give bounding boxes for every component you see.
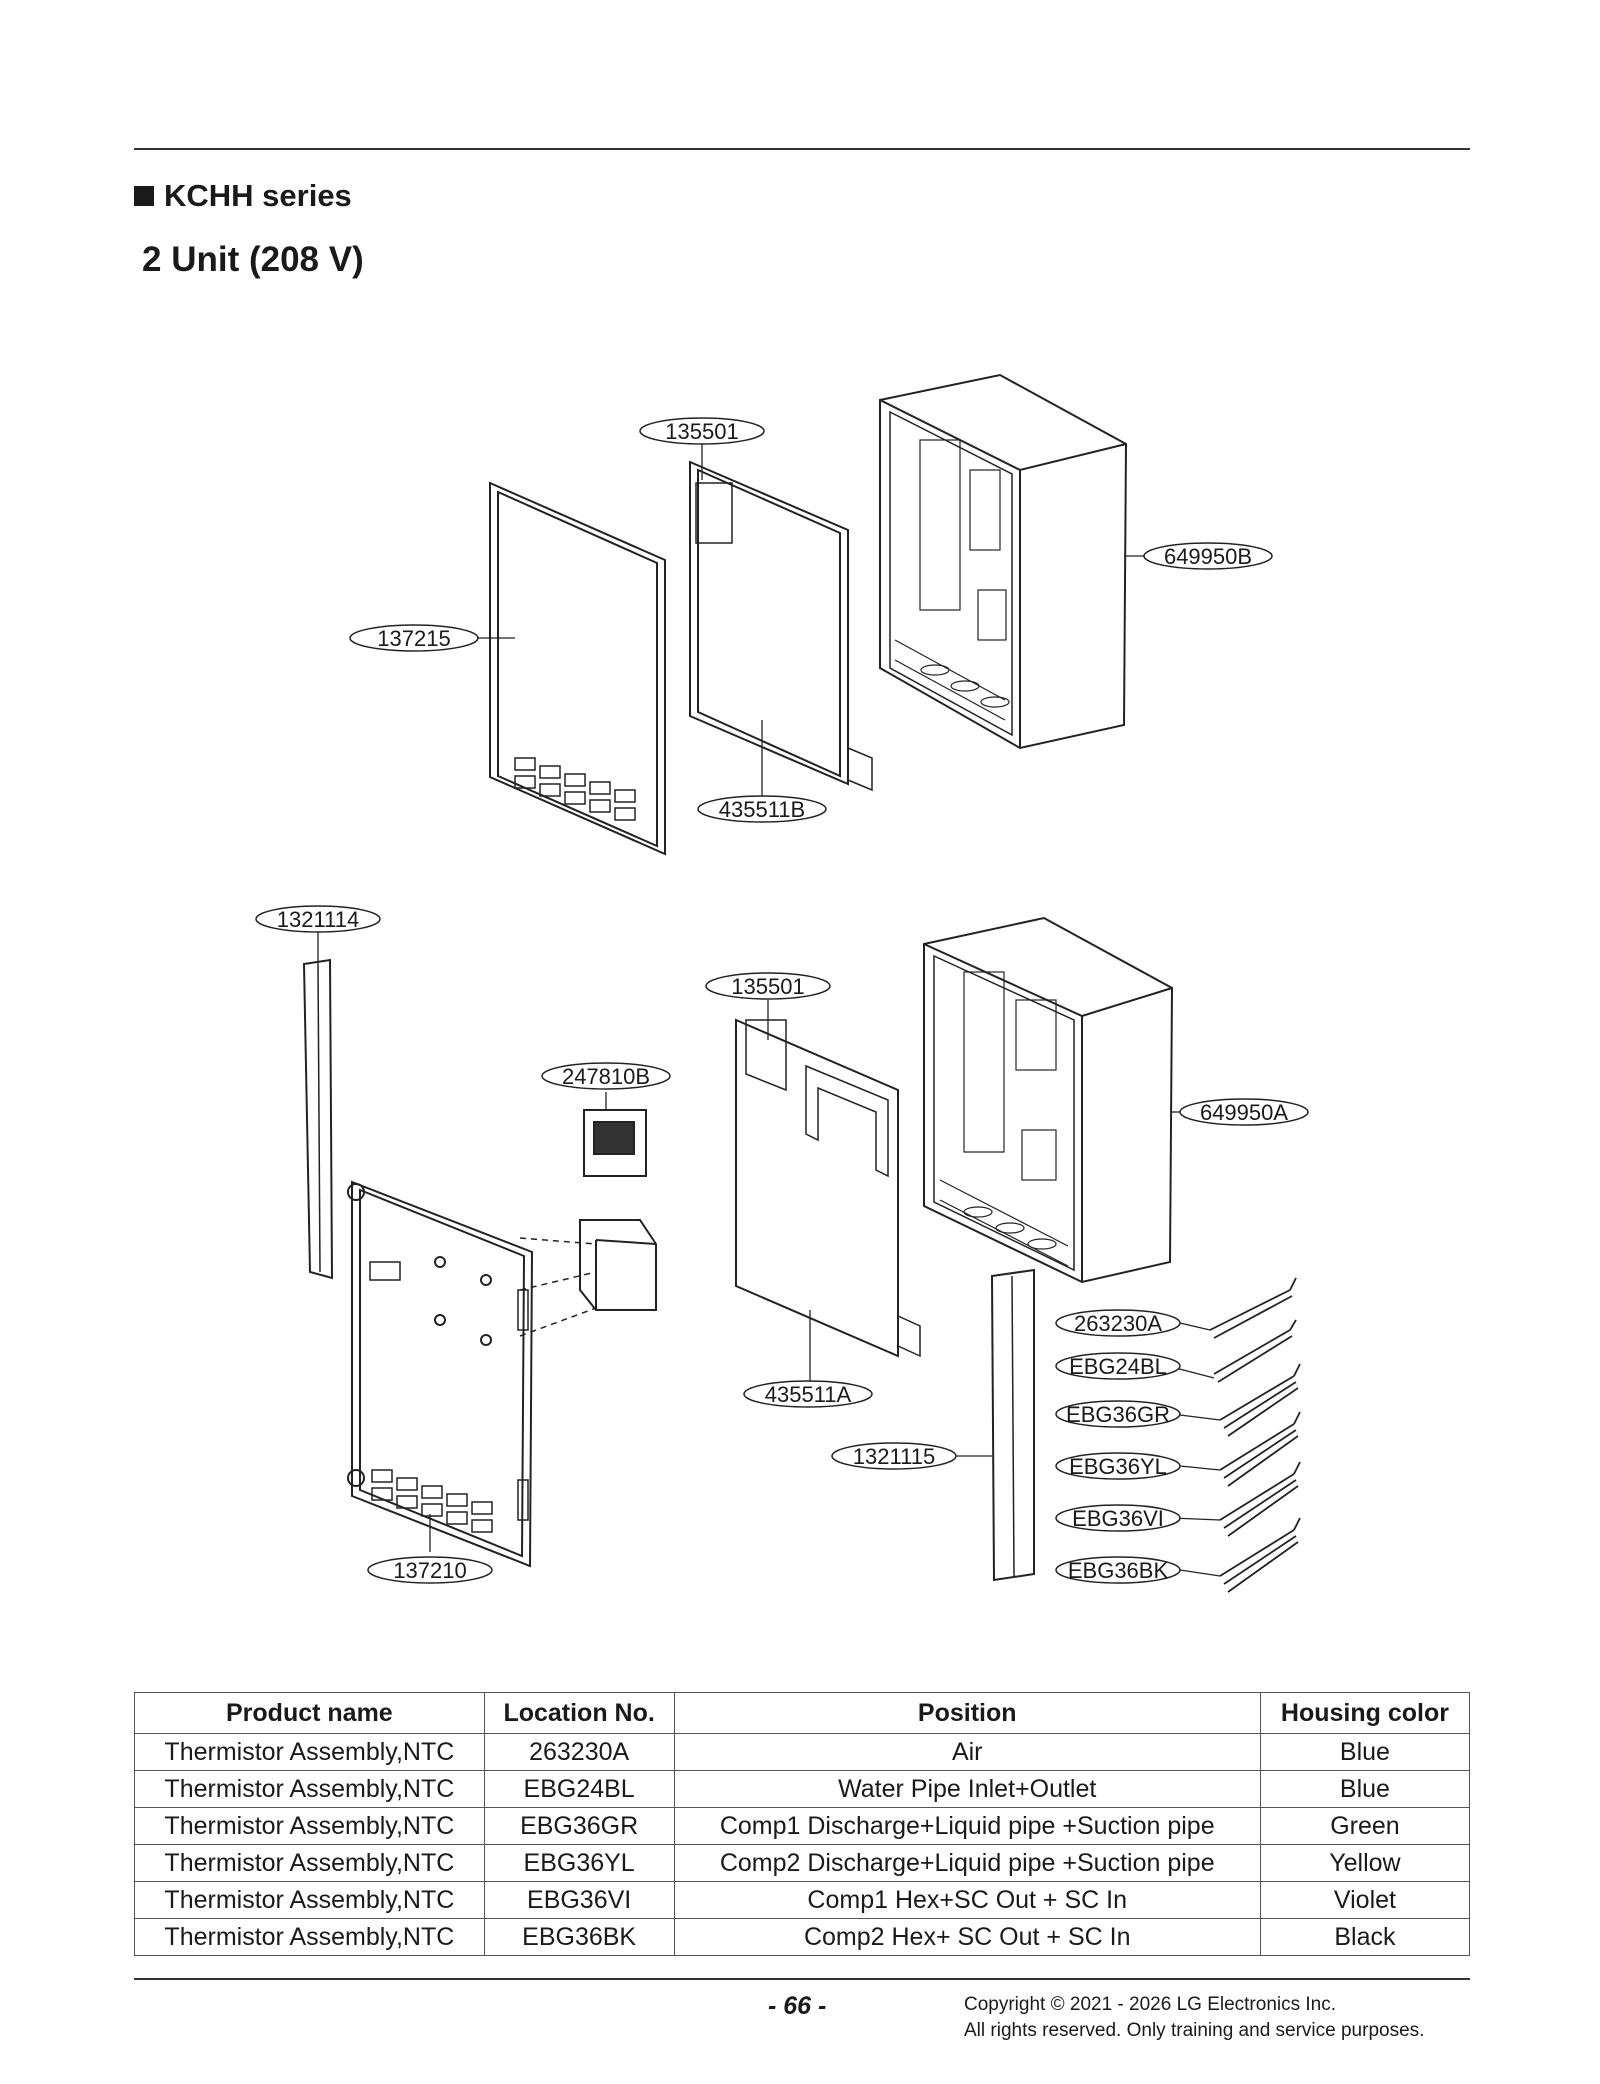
- column-header: Product name: [134, 1692, 485, 1734]
- callout-label: 137215: [377, 626, 450, 651]
- square-bullet-icon: [134, 186, 154, 206]
- table-row: Thermistor Assembly,NTC EBG36YL Comp2 Di…: [134, 1844, 1471, 1882]
- table-cell: Comp2 Discharge+Liquid pipe +Suction pip…: [673, 1844, 1261, 1882]
- cabinet-upper: [879, 373, 1128, 750]
- callout-label: EBG36BK: [1068, 1558, 1169, 1583]
- table-cell: EBG36VI: [483, 1881, 675, 1919]
- table-cell: Blue: [1259, 1733, 1471, 1771]
- rights-line: All rights reserved. Only training and s…: [964, 2020, 1425, 2041]
- inner-cover-upper: [689, 460, 873, 792]
- copyright-line: Copyright © 2021 - 2026 LG Electronics I…: [964, 1994, 1337, 2015]
- table-cell: Thermistor Assembly,NTC: [134, 1807, 485, 1845]
- thermistor-cables: [1209, 1277, 1301, 1593]
- front-panel-upper: [489, 481, 666, 856]
- page-number: - 66 -: [768, 1992, 827, 2020]
- table-cell: Thermistor Assembly,NTC: [134, 1844, 485, 1882]
- callout-label: EBG36VI: [1072, 1506, 1164, 1531]
- table-cell: Comp1 Discharge+Liquid pipe +Suction pip…: [673, 1807, 1261, 1845]
- table-cell: 263230A: [483, 1733, 675, 1771]
- table-cell: Green: [1259, 1807, 1471, 1845]
- unit-title: 2 Unit (208 V): [142, 240, 364, 279]
- bottom-rule: [134, 1978, 1470, 1980]
- table-cell: Air: [673, 1733, 1261, 1771]
- side-post-right: [990, 1268, 1035, 1582]
- table-cell: Thermistor Assembly,NTC: [134, 1918, 485, 1956]
- side-post-left: [302, 958, 334, 1280]
- table-cell: Comp2 Hex+ SC Out + SC In: [673, 1918, 1261, 1956]
- callout-label: 1321114: [277, 907, 359, 932]
- table-cell: Thermistor Assembly,NTC: [134, 1881, 485, 1919]
- callout-label: 649950A: [1200, 1100, 1288, 1125]
- table-cell: Blue: [1259, 1770, 1471, 1808]
- table-cell: Comp1 Hex+SC Out + SC In: [673, 1881, 1261, 1919]
- cabinet-lower: [923, 916, 1174, 1284]
- callout-label: 435511A: [765, 1382, 852, 1407]
- callout-label: 1321115: [853, 1444, 935, 1469]
- callout-label: 649950B: [1164, 544, 1252, 569]
- callout-label: 435511B: [719, 797, 805, 822]
- table-cell: Thermistor Assembly,NTC: [134, 1733, 485, 1771]
- front-panel-lower: [347, 1180, 534, 1568]
- inner-cover-lower: [735, 1018, 921, 1358]
- callout-label: 135501: [731, 974, 804, 999]
- series-title: KCHH series: [164, 178, 352, 213]
- table-row: Thermistor Assembly,NTC 263230A Air Blue: [134, 1733, 1471, 1771]
- table-cell: EBG36YL: [483, 1844, 675, 1882]
- table-row: Thermistor Assembly,NTC EBG36VI Comp1 He…: [134, 1881, 1471, 1919]
- table-row: Thermistor Assembly,NTC EBG24BL Water Pi…: [134, 1770, 1471, 1808]
- table-row: Thermistor Assembly,NTC EBG36BK Comp2 He…: [134, 1918, 1471, 1956]
- remote-controller: [519, 1109, 657, 1337]
- column-header: Housing color: [1259, 1692, 1471, 1734]
- series-heading: KCHH series: [134, 178, 352, 214]
- table-cell: EBG24BL: [483, 1770, 675, 1808]
- exploded-view-diagram: 135501 649950B 137215 435511B 1321114 13…: [255, 373, 1309, 1593]
- table-cell: Yellow: [1259, 1844, 1471, 1882]
- callout-label: 137210: [393, 1558, 466, 1583]
- table-cell: EBG36GR: [483, 1807, 675, 1845]
- table-cell: Water Pipe Inlet+Outlet: [673, 1770, 1261, 1808]
- callout-label: 263230A: [1074, 1311, 1162, 1336]
- table-row: Thermistor Assembly,NTC EBG36GR Comp1 Di…: [134, 1807, 1471, 1845]
- table-cell: Thermistor Assembly,NTC: [134, 1770, 485, 1808]
- callout-label: EBG36YL: [1069, 1454, 1167, 1479]
- callout-label: EBG36GR: [1066, 1402, 1170, 1427]
- table-cell: Black: [1259, 1918, 1471, 1956]
- table-cell: Violet: [1259, 1881, 1471, 1919]
- top-rule: [134, 148, 1470, 150]
- table-cell: EBG36BK: [483, 1918, 675, 1956]
- copyright-notice: Copyright © 2021 - 2026 LG Electronics I…: [964, 1992, 1424, 2044]
- table-header-row: Product name Location No. Position Housi…: [134, 1692, 1471, 1734]
- column-header: Position: [673, 1692, 1261, 1734]
- callout-label: EBG24BL: [1069, 1354, 1167, 1379]
- callout-label: 247810B: [562, 1064, 650, 1089]
- callout-label: 135501: [665, 419, 738, 444]
- parts-table: Product name Location No. Position Housi…: [134, 1692, 1471, 1956]
- column-header: Location No.: [483, 1692, 675, 1734]
